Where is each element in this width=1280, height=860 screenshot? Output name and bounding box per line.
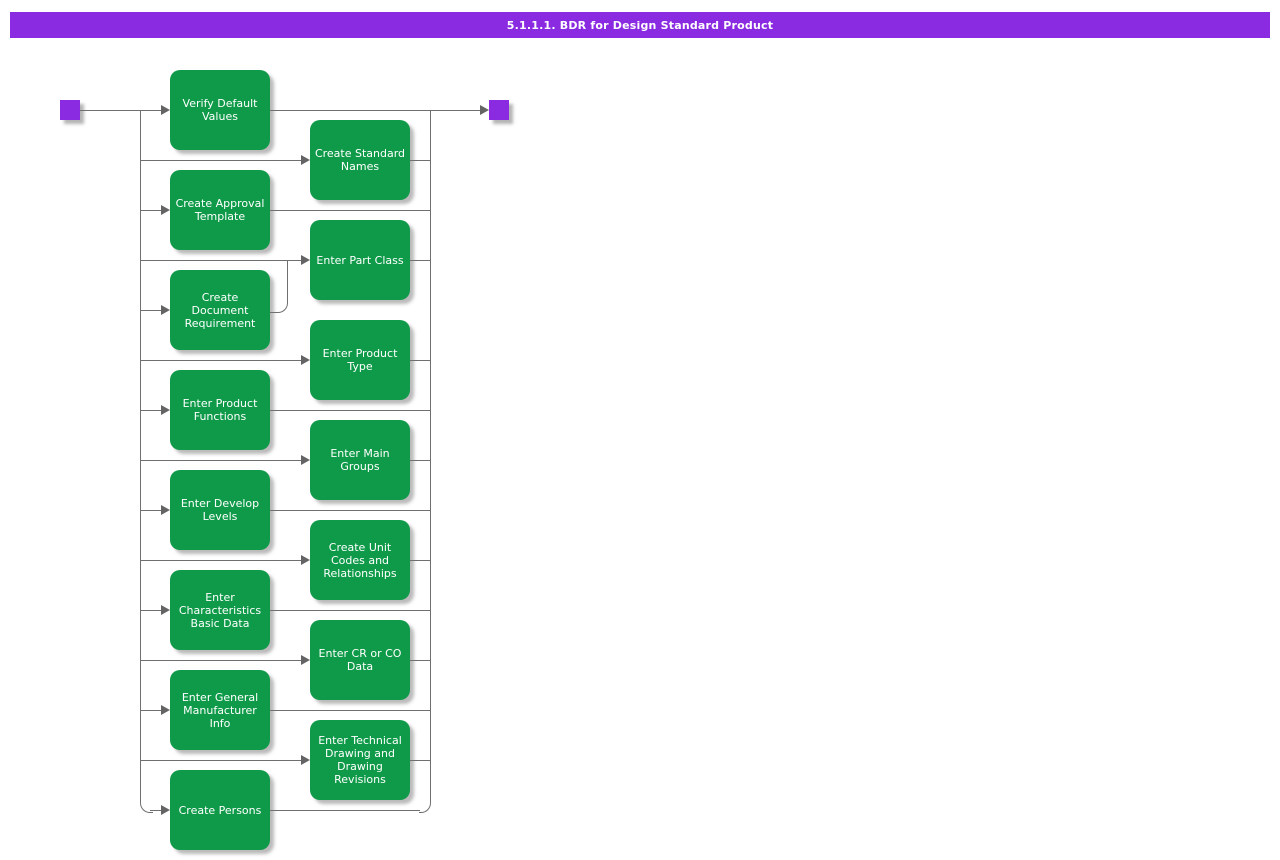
edge-arrowhead [301,255,310,265]
edge-arrowhead [301,155,310,165]
edge-arrowhead [301,455,310,465]
edge-line [270,810,420,811]
edge-line [140,410,162,411]
edge-corner [140,800,153,813]
activity-enter-main-groups[interactable]: Enter Main Groups [310,420,410,500]
edge-line [270,410,430,411]
edge-arrowhead [161,705,170,715]
edge-arrowhead [301,355,310,365]
activity-enter-product-type[interactable]: Enter Product Type [310,320,410,400]
edge-line [410,760,430,761]
edge-arrowhead [301,655,310,665]
edge-line [270,210,430,211]
activity-enter-part-class[interactable]: Enter Part Class [310,220,410,300]
diagram-title: 5.1.1.1. BDR for Design Standard Product [506,18,774,32]
edge-line [270,710,430,711]
edge-split-line [140,110,141,800]
edge-line [270,510,430,511]
edge-corner [270,261,288,313]
edge-arrowhead [301,755,310,765]
activity-enter-develop-levels[interactable]: Enter Develop Levels [170,470,270,550]
edge-arrowhead [161,505,170,515]
end-node [489,100,509,120]
edge-line [140,760,301,761]
edge-line [140,360,301,361]
edge-arrowhead [161,405,170,415]
activity-create-standard-names[interactable]: Create Standard Names [310,120,410,200]
edge-line [80,110,162,111]
edge-arrowhead [161,205,170,215]
edge-line [140,260,301,261]
edge-line [140,210,162,211]
edge-line [410,560,430,561]
edge-arrowhead [161,805,170,815]
edge-line [410,460,430,461]
activity-enter-general-manufacturer-info[interactable]: Enter General Manufacturer Info [170,670,270,750]
edge-line [150,810,162,811]
activity-create-unit-codes-and-relationships[interactable]: Create Unit Codes and Relationships [310,520,410,600]
activity-enter-characteristics-basic-data[interactable]: Enter Characteristics Basic Data [170,570,270,650]
edge-arrowhead [161,605,170,615]
edge-line [140,460,301,461]
edge-line [410,160,430,161]
edge-arrowhead [301,555,310,565]
edge-line [140,160,301,161]
activity-enter-technical-drawing-and-drawing-revisions[interactable]: Enter Technical Drawing and Drawing Revi… [310,720,410,800]
edge-line [410,360,430,361]
edge-line [140,560,301,561]
edge-line [140,660,301,661]
start-node [60,100,80,120]
edge-line [140,510,162,511]
activity-create-persons[interactable]: Create Persons [170,770,270,850]
edge-corner [418,800,431,813]
activity-verify-default-values[interactable]: Verify Default Values [170,70,270,150]
edge-line [140,710,162,711]
edge-arrowhead [161,305,170,315]
edge-line [140,610,162,611]
edge-line [410,660,430,661]
edge-line [410,260,430,261]
edge-line [270,610,430,611]
activity-enter-cr-or-co-data[interactable]: Enter CR or CO Data [310,620,410,700]
diagram-title-bar: 5.1.1.1. BDR for Design Standard Product [10,12,1270,38]
activity-create-document-requirement[interactable]: Create Document Requirement [170,270,270,350]
edge-arrowhead [480,105,489,115]
edge-merge-line [430,110,431,800]
edge-line [270,110,480,111]
edge-line [140,310,162,311]
activity-create-approval-template[interactable]: Create Approval Template [170,170,270,250]
activity-enter-product-functions[interactable]: Enter Product Functions [170,370,270,450]
edge-arrowhead [161,105,170,115]
